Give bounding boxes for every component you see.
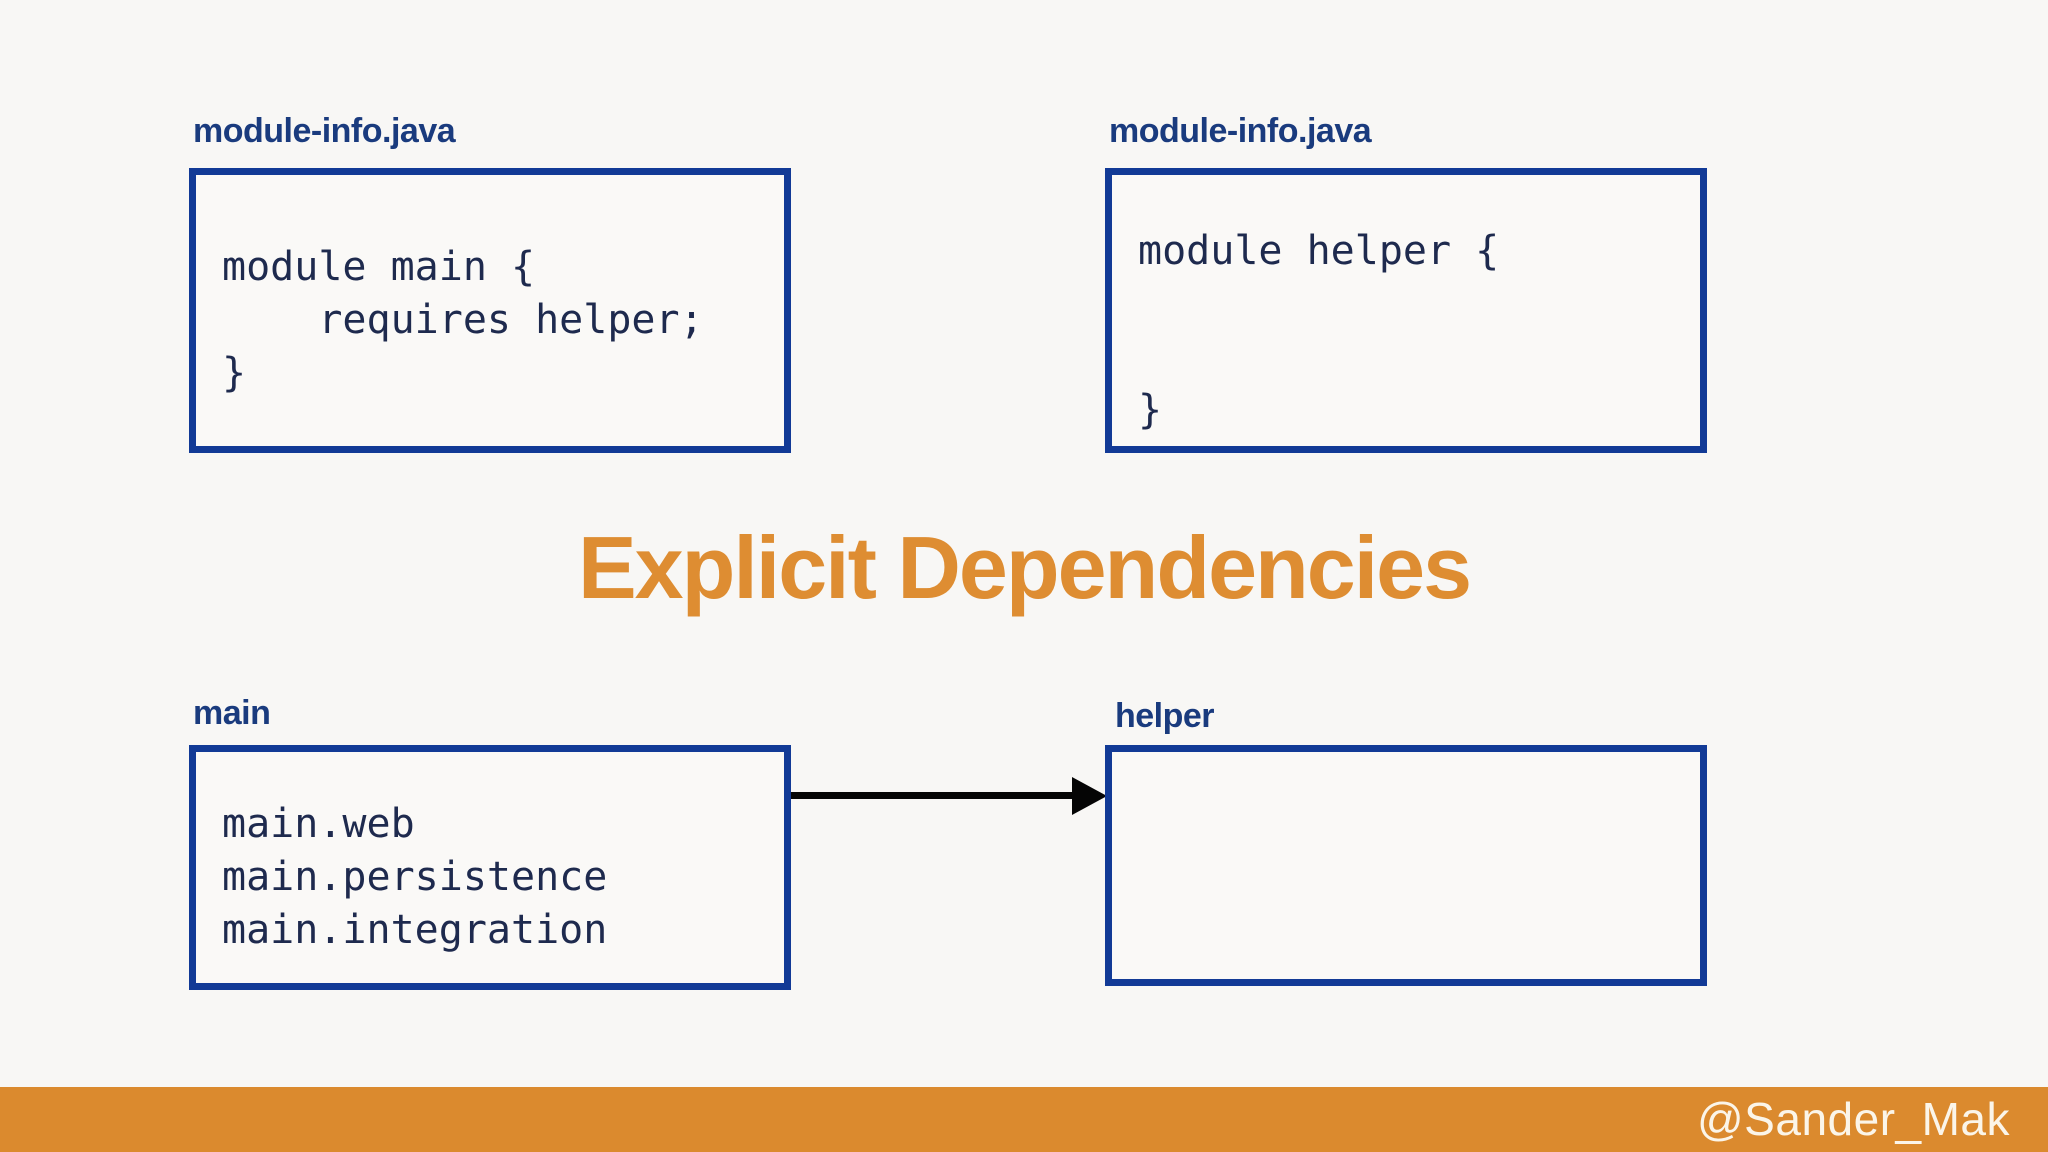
file-label-main-module-info: module-info.java — [193, 112, 456, 150]
dependency-arrow-line — [791, 792, 1079, 799]
slide-title: Explicit Dependencies — [577, 518, 1472, 617]
module-box-helper — [1105, 745, 1707, 986]
dependency-arrow-head-icon — [1072, 777, 1107, 815]
code-box-helper-module-info: module helper { } — [1105, 168, 1707, 453]
footer-bar: @Sander_Mak — [0, 1087, 2048, 1152]
package-list-main: main.web main.persistence main.integrati… — [222, 801, 608, 953]
code-box-main-module-info: module main { requires helper; } — [189, 168, 791, 453]
module-label-helper: helper — [1115, 697, 1215, 735]
file-label-helper-module-info: module-info.java — [1109, 112, 1372, 150]
code-helper-module-declaration: module helper { } — [1138, 228, 1500, 433]
twitter-handle: @Sander_Mak — [1696, 1093, 2010, 1145]
module-label-main: main — [193, 694, 271, 732]
module-box-main: main.web main.persistence main.integrati… — [189, 745, 791, 990]
code-main-module-declaration: module main { requires helper; } — [222, 244, 704, 396]
